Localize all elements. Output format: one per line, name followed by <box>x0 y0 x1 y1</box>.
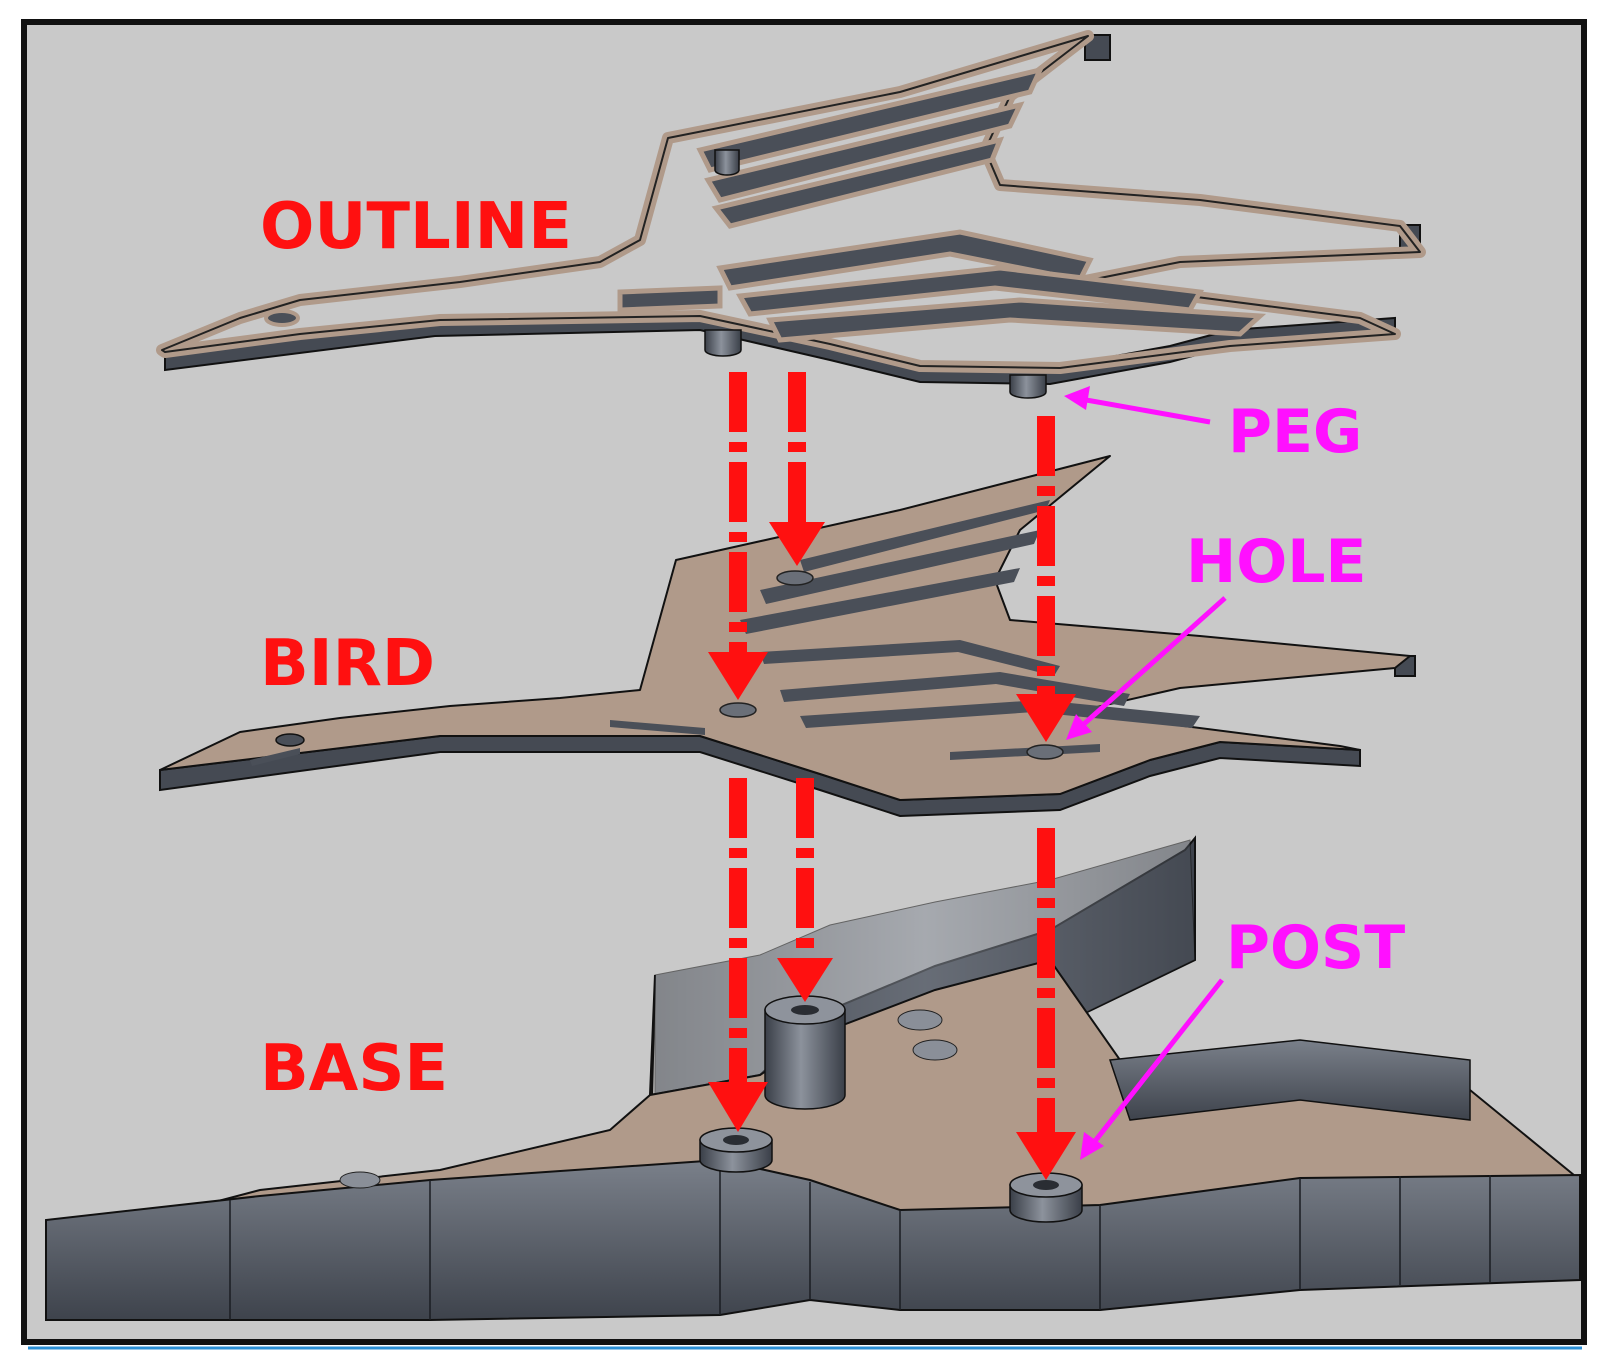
bird-holes <box>719 570 1064 760</box>
base-post <box>1009 1172 1083 1223</box>
base-layer-label: BASE <box>260 1032 448 1106</box>
arrowhead <box>769 522 825 566</box>
post-callout-arrowhead <box>1080 1132 1104 1160</box>
arrowhead <box>708 1082 768 1132</box>
arrowhead <box>708 652 768 700</box>
base-post <box>699 1127 773 1173</box>
bird-plate <box>159 455 1411 801</box>
arrowhead <box>777 958 833 1002</box>
bird-layer <box>159 455 1416 818</box>
bird-beak-slot <box>250 748 300 766</box>
arrowhead <box>1016 1132 1076 1180</box>
outline-eye <box>264 309 300 327</box>
base-floor-holes <box>339 1009 958 1189</box>
arrowhead <box>1016 694 1076 742</box>
post-callout-line <box>1086 978 1224 1152</box>
base-posts <box>699 995 1083 1223</box>
outline-layer-label: OUTLINE <box>260 190 572 264</box>
peg-callout-label: PEG <box>1228 397 1362 467</box>
assembly-arrows <box>729 372 1055 1135</box>
peg-callout-line <box>1074 395 1211 425</box>
outline-pegs <box>704 149 1047 399</box>
outline-lower-wing-feathers <box>617 229 1267 343</box>
base-wall-seams <box>229 1162 1491 1320</box>
base-right-inner-wall <box>1108 1039 1471 1121</box>
bird-eye <box>275 733 305 747</box>
base-post <box>764 995 846 1110</box>
outline-upper-wing-feathers <box>696 66 1045 229</box>
post-callout-label: POST <box>1226 913 1405 983</box>
hole-callout-arrowhead <box>1066 714 1092 740</box>
base-layer <box>45 835 1582 1321</box>
bird-feather-slots <box>610 500 1200 760</box>
bird-layer-label: BIRD <box>260 627 435 701</box>
hole-callout-line <box>1073 596 1227 734</box>
assembly-arrowheads <box>708 522 1076 1180</box>
peg-callout-arrowhead <box>1064 386 1090 410</box>
callout-arrows <box>1064 386 1227 1160</box>
hole-callout-label: HOLE <box>1186 527 1366 597</box>
outline-wing-tip-wall <box>1084 34 1111 61</box>
outline-layer <box>156 30 1426 399</box>
